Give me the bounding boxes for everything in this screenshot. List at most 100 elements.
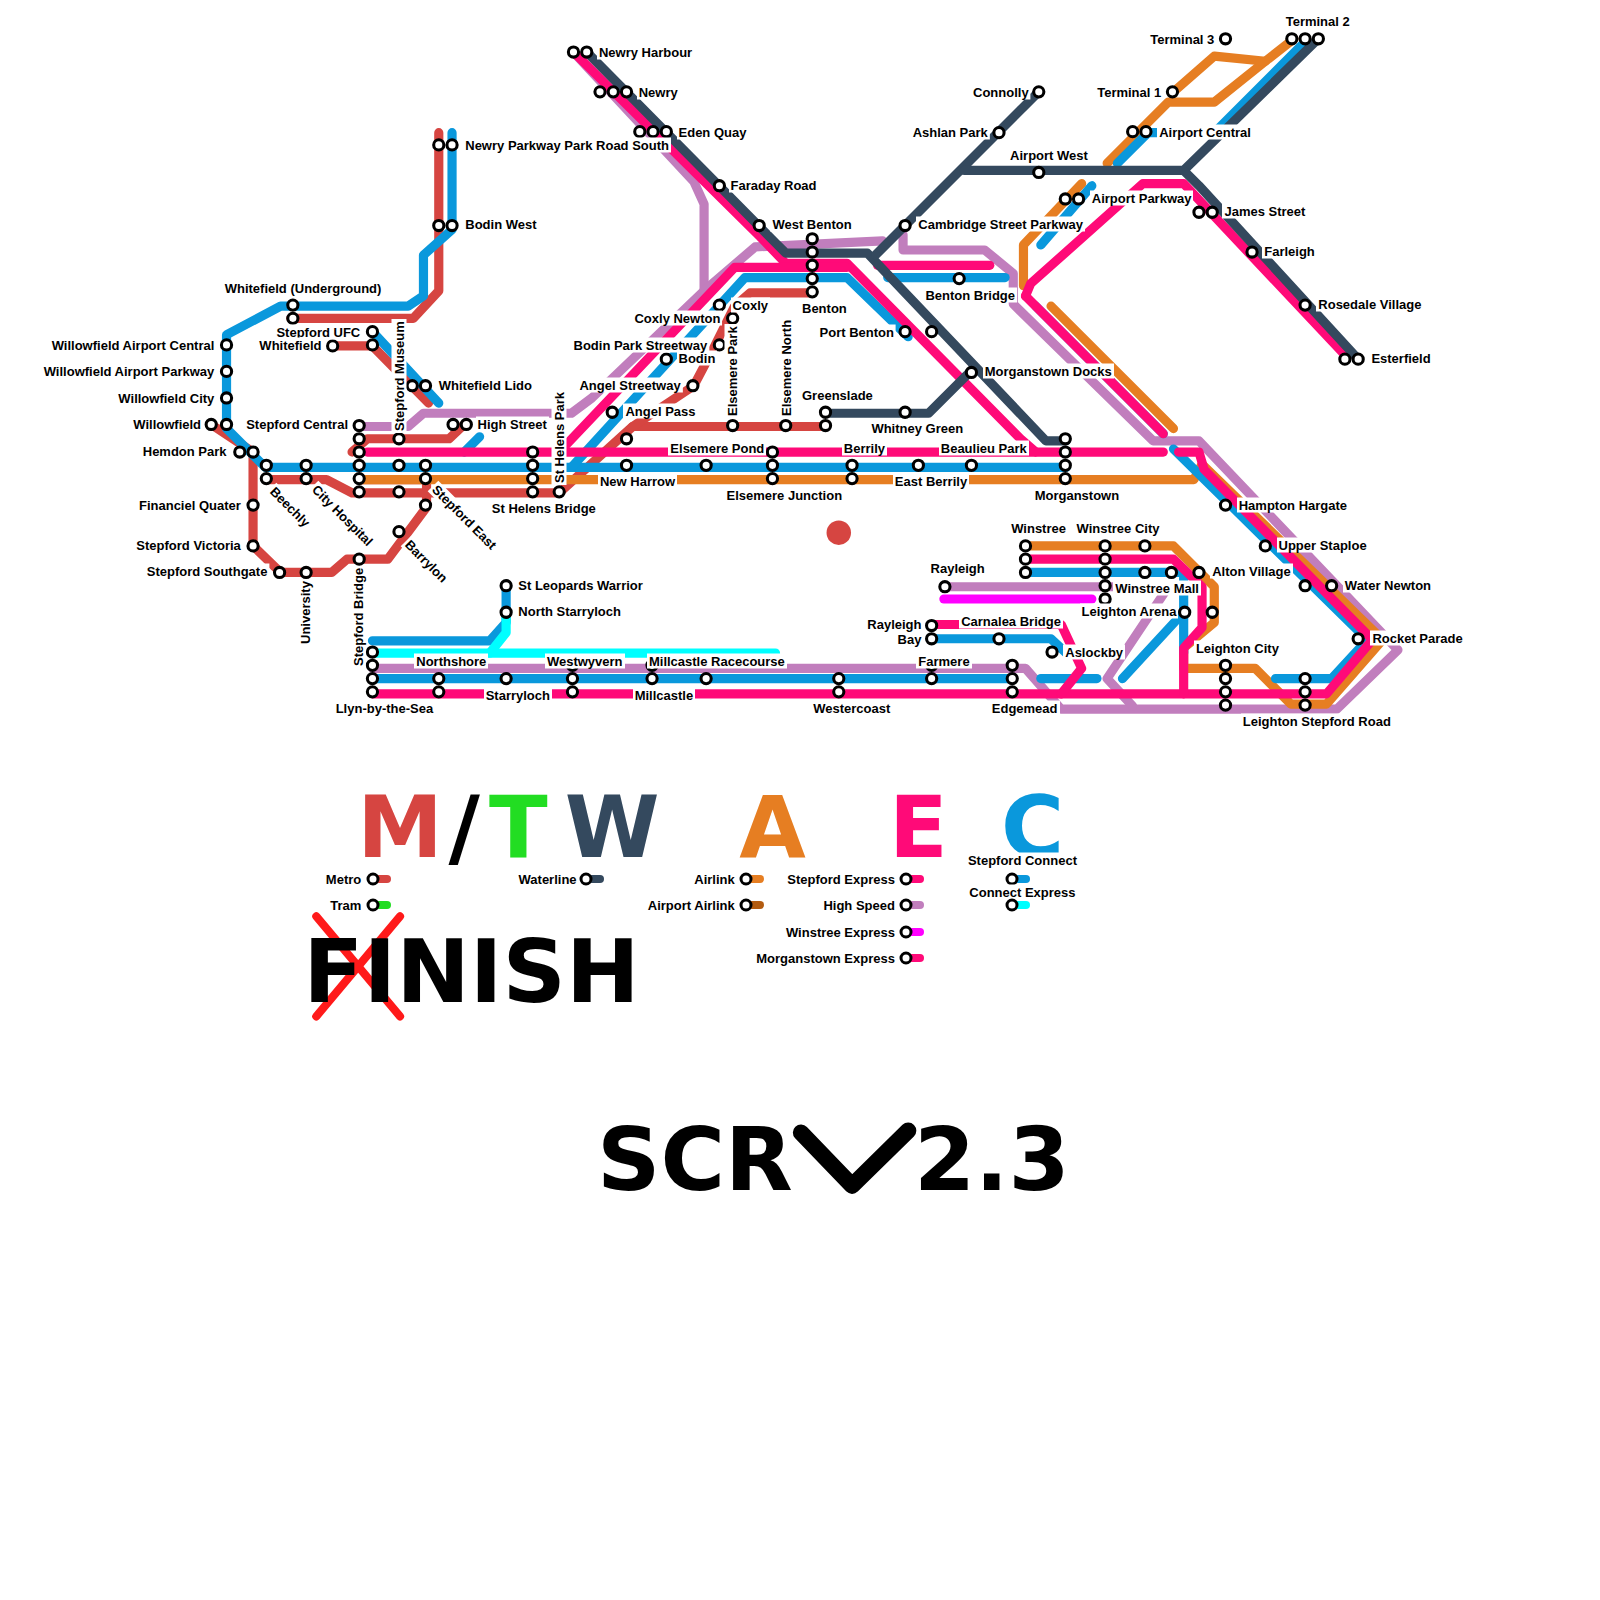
legend-text: Airlink — [692, 871, 736, 886]
station-name: Winstree Mall — [1113, 580, 1201, 595]
station-marker — [1100, 581, 1110, 591]
station-marker — [354, 473, 364, 483]
check-mark — [801, 1131, 908, 1186]
station-marker — [621, 434, 631, 444]
legend-marker — [741, 874, 751, 884]
station-marker — [1060, 460, 1070, 470]
station-marker — [407, 381, 417, 391]
station-marker — [927, 673, 937, 683]
station-marker — [301, 460, 311, 470]
station-marker — [834, 673, 844, 683]
connect-line — [227, 133, 1067, 468]
station-marker — [1060, 447, 1070, 457]
station-name: Coxly — [731, 298, 770, 313]
station-name: Hampton Hargate — [1237, 498, 1349, 513]
station-marker — [328, 341, 338, 351]
station-marker — [367, 660, 377, 670]
station-marker — [1007, 660, 1017, 670]
station-marker — [1260, 541, 1270, 551]
station-marker — [927, 620, 937, 630]
station-marker — [807, 287, 817, 297]
station-marker — [1300, 687, 1310, 697]
logo-text: SCR — [597, 1116, 793, 1204]
station-marker — [1020, 541, 1030, 551]
station-marker — [554, 487, 564, 497]
station-name: Llyn-by-the-Sea — [334, 701, 436, 716]
logo-text: M — [357, 784, 443, 870]
station-marker — [1220, 660, 1230, 670]
station-name: Elsemere Park — [724, 325, 739, 419]
station-name: Terminal 2 — [1284, 14, 1352, 29]
station-marker — [1220, 700, 1230, 710]
station-marker — [1100, 594, 1110, 604]
station-name: Starryloch — [484, 687, 552, 702]
station-marker — [434, 687, 444, 697]
station-marker — [528, 473, 538, 483]
station-name: Newry Parkway Park Road South — [463, 137, 671, 152]
station-marker — [501, 607, 511, 617]
station-marker — [1007, 673, 1017, 683]
station-name: Elsemere North — [778, 318, 793, 418]
station-name: Stepford Victoria — [134, 537, 243, 552]
legend-text: Winstree Express — [784, 924, 897, 939]
station-name: Bodin West — [463, 217, 538, 232]
station-marker — [261, 460, 271, 470]
station-marker — [394, 527, 404, 537]
station-marker — [1194, 207, 1204, 217]
station-name: Port Benton — [818, 324, 896, 339]
station-name: Winstree — [1009, 520, 1068, 535]
station-marker — [927, 327, 937, 337]
station-marker — [1047, 647, 1057, 657]
station-marker — [434, 673, 444, 683]
station-marker — [221, 340, 231, 350]
legend-text: Connect Express — [967, 884, 1077, 899]
legend-marker — [901, 874, 911, 884]
legend-swatch — [899, 951, 927, 965]
legend-text: Metro — [324, 871, 363, 886]
station-name: Esterfield — [1369, 351, 1432, 366]
station-name: City Hospital — [308, 480, 378, 550]
station-marker — [1128, 127, 1138, 137]
station-marker — [1100, 567, 1110, 577]
station-marker — [913, 460, 923, 470]
station-marker — [807, 273, 817, 283]
station-marker — [1313, 34, 1323, 44]
station-name: Berrily — [842, 440, 887, 455]
connect-line — [888, 273, 1005, 282]
station-marker — [728, 313, 738, 323]
station-marker — [367, 327, 377, 337]
express-line — [1179, 452, 1373, 694]
station-marker — [354, 554, 364, 564]
logo-text: E — [889, 784, 948, 870]
station-marker — [1300, 700, 1310, 710]
station-name: Greenslade — [800, 387, 875, 402]
legend-text: Morganstown Express — [754, 951, 897, 966]
station-name: Airport Central — [1157, 124, 1253, 139]
station-marker — [1300, 581, 1310, 591]
station-marker — [354, 487, 364, 497]
station-name: Millcastle — [633, 687, 696, 702]
station-marker — [820, 407, 830, 417]
station-marker — [288, 300, 298, 310]
express-line — [878, 261, 990, 270]
station-name: Benton — [800, 301, 849, 316]
station-name: Leighton Stepford Road — [1241, 714, 1393, 729]
station-name: Willowfield Airport Parkway — [42, 364, 217, 379]
high-speed-line — [573, 52, 704, 291]
station-marker — [701, 460, 711, 470]
station-marker — [994, 128, 1004, 138]
legend-text: Tram — [328, 898, 363, 913]
station-marker — [420, 500, 430, 510]
station-marker — [807, 247, 817, 257]
station-marker — [568, 47, 578, 57]
station-marker — [900, 407, 910, 417]
station-marker — [834, 687, 844, 697]
station-marker — [367, 647, 377, 657]
station-name: Coxly Newton — [632, 311, 722, 326]
station-marker — [1300, 673, 1310, 683]
station-name: Leighton City — [1194, 640, 1281, 655]
station-name: Whitefield Lido — [437, 377, 534, 392]
station-marker — [367, 687, 377, 697]
express-line — [1026, 184, 1347, 357]
